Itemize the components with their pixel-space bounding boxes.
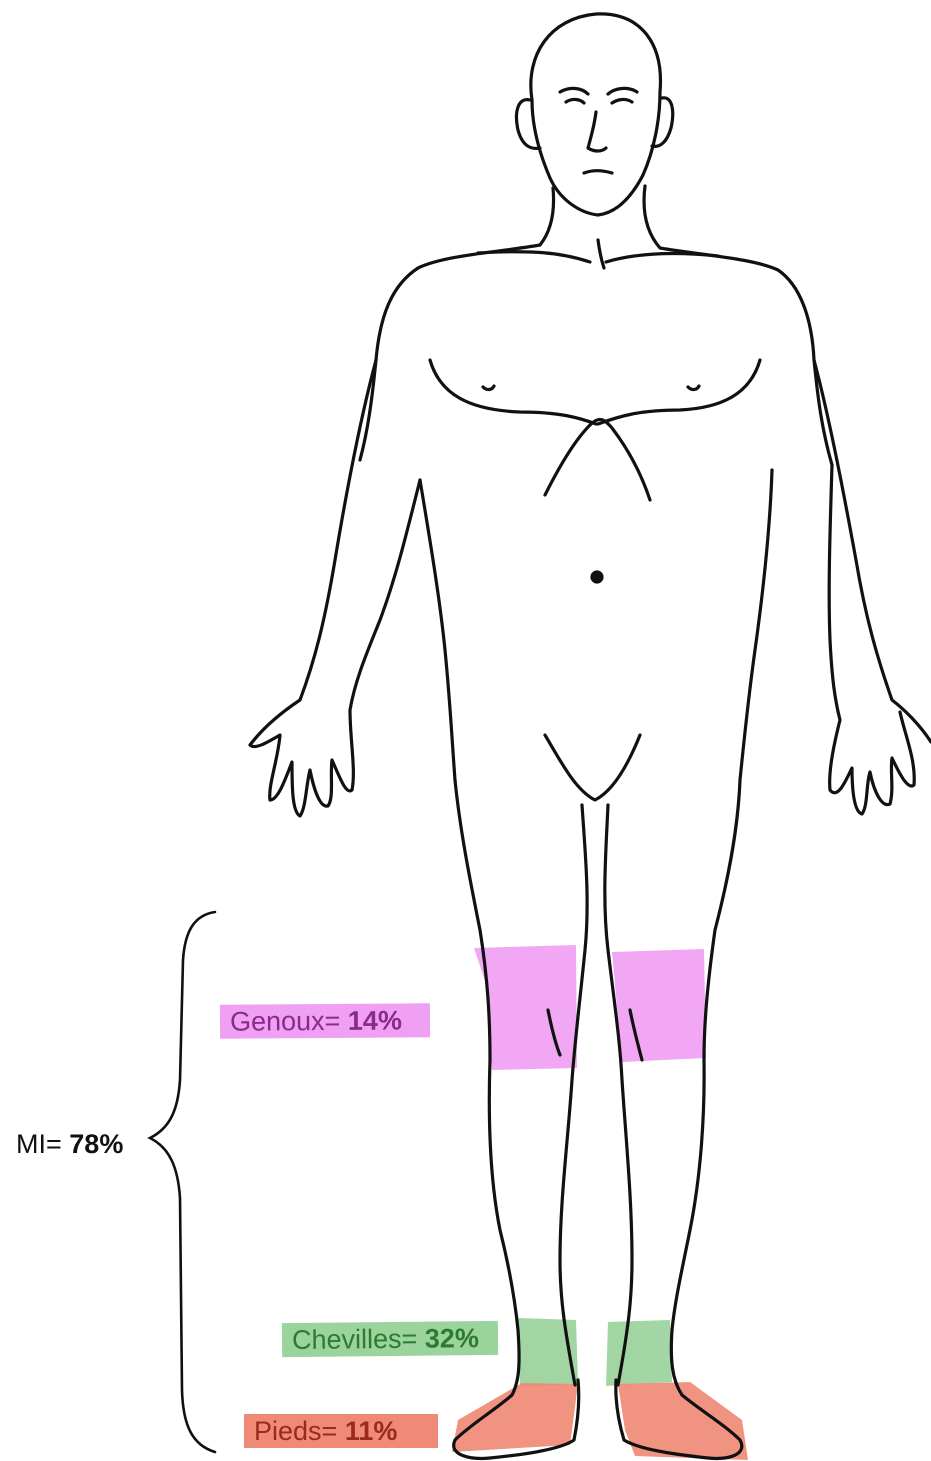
body-outline bbox=[250, 14, 931, 1459]
total-name: MI bbox=[16, 1129, 46, 1159]
bracket bbox=[150, 912, 215, 1452]
knees-separator: = bbox=[324, 1006, 347, 1036]
ankles-value: 32% bbox=[425, 1323, 479, 1354]
total-value: 78% bbox=[69, 1129, 123, 1159]
knees-name: Genoux bbox=[230, 1006, 325, 1037]
feet-separator: = bbox=[322, 1416, 345, 1446]
left-knee-highlight bbox=[612, 949, 706, 1062]
right-foot-highlight bbox=[452, 1383, 578, 1452]
feet-label: Pieds= 11% bbox=[244, 1414, 438, 1448]
ankles-label: Chevilles= 32% bbox=[282, 1321, 498, 1357]
ankles-name: Chevilles bbox=[292, 1324, 402, 1355]
knees-value: 14% bbox=[348, 1005, 402, 1035]
left-ankle-highlight bbox=[606, 1320, 672, 1386]
total-separator: = bbox=[46, 1129, 69, 1159]
feet-name: Pieds bbox=[254, 1416, 322, 1446]
ankle-highlights bbox=[518, 1318, 672, 1387]
feet-highlights bbox=[452, 1382, 748, 1460]
ankles-separator: = bbox=[401, 1324, 425, 1354]
knees-label: Genoux= 14% bbox=[220, 1003, 430, 1038]
total-label: MI= 78% bbox=[16, 1127, 123, 1161]
feet-value: 11% bbox=[345, 1416, 398, 1446]
knee-highlights bbox=[474, 945, 706, 1070]
